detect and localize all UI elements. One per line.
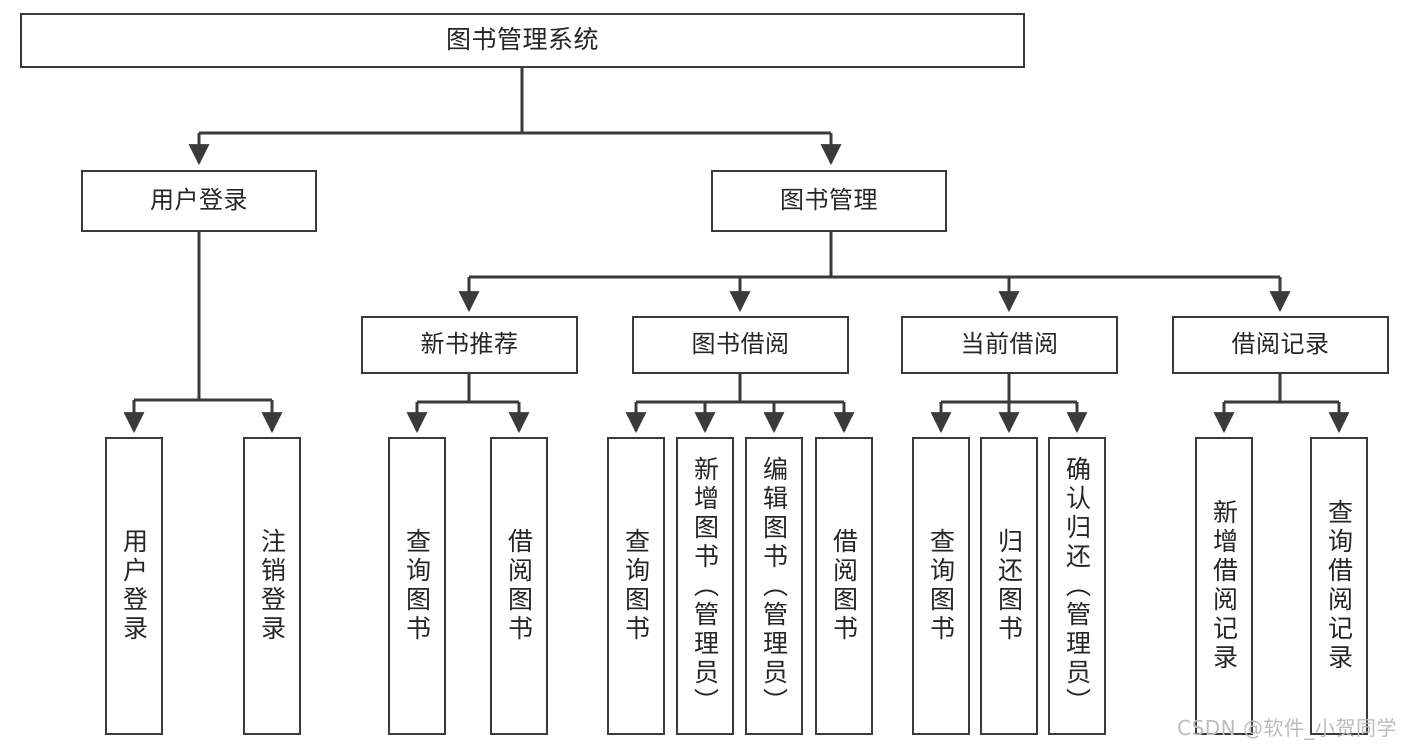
node-label: 图书借阅 — [691, 330, 790, 359]
node-label: 用户登录 — [150, 186, 248, 215]
node-borrow-record[interactable]: 借阅记录 — [1172, 316, 1389, 374]
node-leaf-edit-book-admin[interactable]: 编辑图书（管理员） — [745, 437, 803, 735]
node-leaf-return-book[interactable]: 归还图书 — [980, 437, 1038, 735]
node-label: 查询图书 — [402, 528, 432, 644]
node-book-management[interactable]: 图书管理 — [711, 170, 947, 232]
node-leaf-user-login[interactable]: 用户登录 — [105, 437, 163, 735]
node-root-system[interactable]: 图书管理系统 — [20, 13, 1025, 68]
node-label: 新增图书（管理员） — [690, 455, 720, 717]
node-label: 查询图书 — [621, 528, 651, 644]
node-leaf-logout[interactable]: 注销登录 — [243, 437, 301, 735]
node-label: 归还图书 — [994, 528, 1024, 644]
node-leaf-query-borrow-record[interactable]: 查询借阅记录 — [1310, 437, 1368, 735]
node-leaf-borrow-book[interactable]: 借阅图书 — [815, 437, 873, 735]
node-label: 借阅记录 — [1231, 330, 1330, 359]
node-label: 用户登录 — [119, 528, 149, 644]
csdn-watermark: CSDN @软件_小贺同学 — [1177, 716, 1397, 740]
node-book-borrow[interactable]: 图书借阅 — [632, 316, 849, 374]
node-leaf-query-book-current[interactable]: 查询图书 — [912, 437, 970, 735]
node-label: 编辑图书（管理员） — [759, 455, 789, 717]
node-leaf-add-borrow-record[interactable]: 新增借阅记录 — [1195, 437, 1253, 735]
node-current-borrow[interactable]: 当前借阅 — [901, 316, 1118, 374]
node-leaf-borrow-book-recommend[interactable]: 借阅图书 — [490, 437, 548, 735]
node-label: 当前借阅 — [960, 330, 1059, 359]
node-leaf-query-book-borrow[interactable]: 查询图书 — [607, 437, 665, 735]
node-label: 新增借阅记录 — [1209, 499, 1239, 673]
node-label: 查询借阅记录 — [1324, 499, 1354, 673]
node-label: 注销登录 — [257, 528, 287, 644]
node-leaf-query-book-recommend[interactable]: 查询图书 — [388, 437, 446, 735]
node-label: 确认归还（管理员） — [1062, 455, 1092, 717]
node-label: 查询图书 — [926, 528, 956, 644]
node-label: 图书管理 — [780, 186, 878, 215]
node-user-login[interactable]: 用户登录 — [81, 170, 317, 232]
node-new-book-recommend[interactable]: 新书推荐 — [361, 316, 578, 374]
node-label: 借阅图书 — [504, 528, 534, 644]
node-label: 新书推荐 — [420, 330, 519, 359]
node-label: 图书管理系统 — [445, 25, 599, 55]
node-label: 借阅图书 — [829, 528, 859, 644]
node-leaf-confirm-return-admin[interactable]: 确认归还（管理员） — [1048, 437, 1106, 735]
node-leaf-add-book-admin[interactable]: 新增图书（管理员） — [676, 437, 734, 735]
